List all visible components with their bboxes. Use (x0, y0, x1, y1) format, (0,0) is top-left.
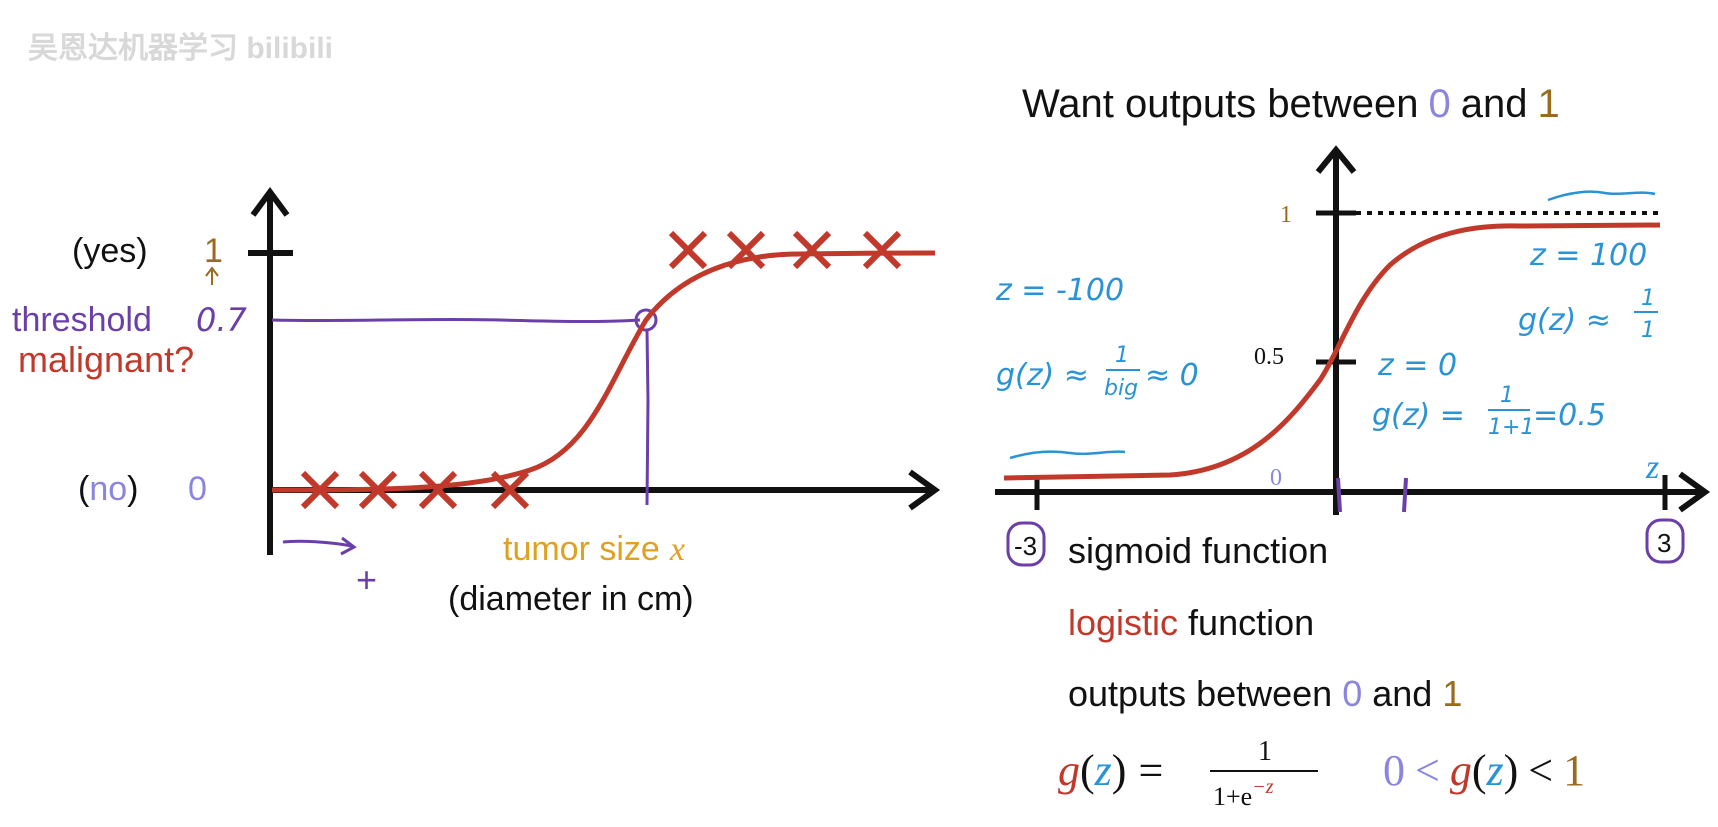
negative-x-mark (300, 470, 340, 510)
negative-examples (300, 470, 530, 510)
left-sigmoid-curve (271, 250, 936, 493)
sigmoid-function-line: sigmoid function (1068, 530, 1328, 571)
note-z-100: z = 100 (1529, 238, 1647, 273)
svg-text:1: 1 (1258, 736, 1272, 767)
range-inequality: 0<g(z)<1 (1383, 746, 1585, 795)
negative-x-mark (418, 470, 458, 510)
svg-text:≈ 0: ≈ 0 (1145, 358, 1199, 393)
tick-neg3-label: -3 (1014, 531, 1037, 561)
positive-x-mark (792, 230, 832, 270)
threshold-point (634, 308, 658, 332)
sigmoid-formula: g(z)= 1 1+e−z (1058, 736, 1318, 811)
zero-label: 0 (188, 470, 207, 508)
right-x-arrowhead (1678, 471, 1711, 513)
diameter-label: (diameter in cm) (448, 580, 694, 618)
note-z-0: z = 0 (1377, 348, 1457, 383)
left-y-arrowhead (250, 186, 290, 217)
tick-one-label: 1 (1280, 202, 1292, 228)
positive-x-mark (726, 230, 766, 270)
right-y-arrowhead (1315, 145, 1357, 174)
svg-text:big: big (1104, 376, 1138, 401)
threshold-value: 0.7 (196, 301, 248, 339)
svg-text:1: 1 (1641, 286, 1655, 311)
note-g-mid: g(z) = 1 1+1 =0.5 (1372, 383, 1606, 440)
left-plot: (yes) 1 (no) 0 threshold 0.7 malignant? … (12, 186, 941, 618)
svg-text:g(z) =: g(z) = (1372, 398, 1465, 433)
tick-zero-label: 0 (1270, 465, 1282, 491)
right-sigmoid-curve (1003, 222, 1661, 481)
svg-text:0<g(z)<1: 0<g(z)<1 (1383, 746, 1585, 795)
plus-note: + (356, 559, 377, 600)
circle-pos3 (1645, 518, 1685, 564)
watermark: 吴恩达机器学习 bilibili (28, 31, 333, 65)
right-squiggle (1547, 190, 1656, 202)
threshold-label: threshold (12, 301, 152, 339)
positive-x-mark (668, 230, 708, 270)
left-x-arrowhead (908, 469, 941, 511)
threshold-line (271, 317, 641, 323)
one-label: 1 (204, 232, 223, 270)
left-squiggle (1009, 450, 1126, 460)
tick-pos3-label: 3 (1657, 528, 1671, 558)
positive-examples (668, 230, 902, 270)
direction-arrow (282, 539, 353, 548)
no-label: (no) (78, 470, 138, 508)
svg-text:1: 1 (1115, 343, 1129, 368)
negative-x-mark (358, 470, 398, 510)
up-arrow-annotation (205, 266, 219, 285)
circle-neg3 (1006, 521, 1046, 567)
svg-text:1: 1 (1641, 318, 1655, 343)
axis-z-label: z (1645, 449, 1659, 486)
tick-half-label: 0.5 (1254, 344, 1284, 370)
svg-text:=0.5: =0.5 (1533, 398, 1606, 433)
positive-x-mark (862, 230, 902, 270)
svg-text:g(z) ≈: g(z) ≈ (996, 358, 1089, 393)
threshold-drop-line (645, 329, 650, 506)
svg-text:1+1: 1+1 (1488, 415, 1534, 440)
purple-tick-0 (1336, 477, 1342, 513)
purple-tick-1 (1402, 477, 1408, 513)
negative-x-mark (490, 470, 530, 510)
svg-text:1: 1 (1500, 383, 1514, 408)
direction-arrowhead (340, 536, 357, 556)
note-g-left: g(z) ≈ 1 big ≈ 0 (996, 343, 1199, 401)
malignant-label: malignant? (18, 339, 194, 380)
svg-text:1+e−z: 1+e−z (1213, 776, 1274, 811)
note-z-neg100: z = -100 (995, 273, 1124, 308)
yes-label: (yes) (72, 232, 148, 270)
svg-text:g(z) ≈: g(z) ≈ (1518, 303, 1611, 338)
note-g-right: g(z) ≈ 1 1 (1518, 286, 1658, 343)
svg-text:g(z)=: g(z)= (1058, 746, 1163, 795)
